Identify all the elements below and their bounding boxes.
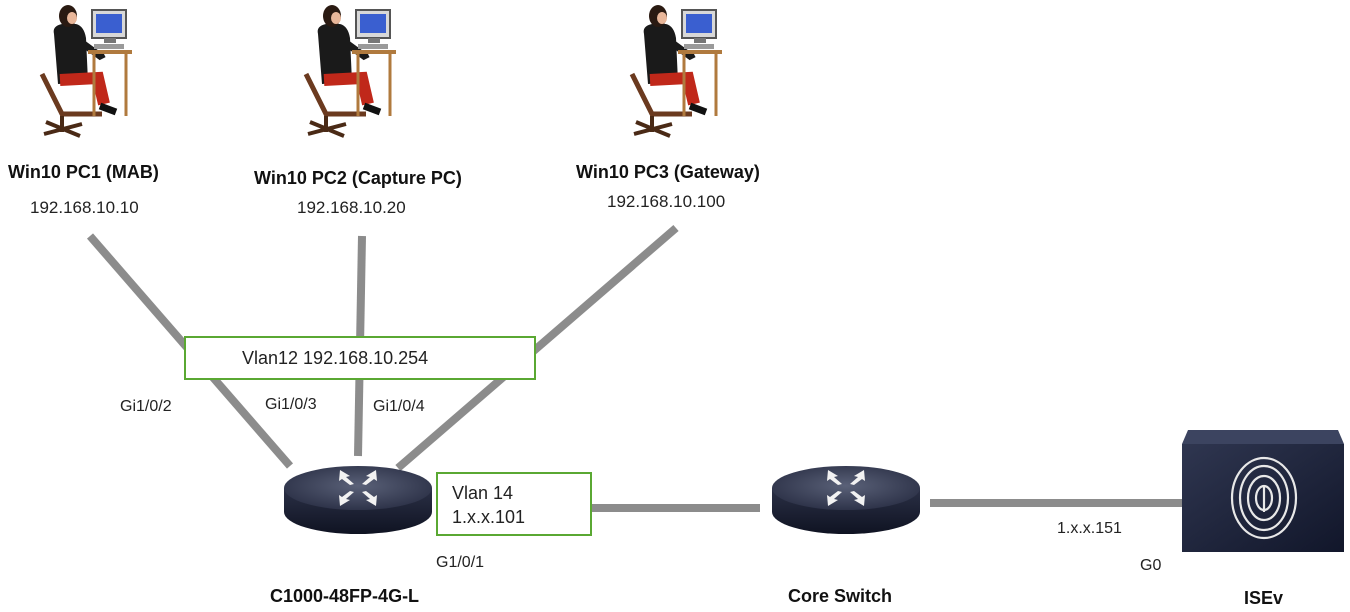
router-switch-icon <box>772 466 920 534</box>
link-pc3-switch <box>395 224 679 472</box>
user-at-computer-icon <box>306 5 396 136</box>
pc3-ip: 192.168.10.100 <box>607 192 726 211</box>
vlan12-label: Vlan12 192.168.10.254 <box>242 348 429 368</box>
pc2-ip: 192.168.10.20 <box>297 198 406 217</box>
vlan14-line2: 1.x.x.101 <box>452 507 526 527</box>
core-switch-name: Core Switch <box>788 586 893 606</box>
pc2-name: Win10 PC2 (Capture PC) <box>254 168 462 188</box>
user-at-computer-icon <box>42 5 132 136</box>
access-switch-name: C1000-48FP-4G-L <box>270 586 420 606</box>
port-g1-0-1: G1/0/1 <box>436 554 485 571</box>
port-gi1-0-3: Gi1/0/3 <box>265 396 317 413</box>
user-at-computer-icon <box>632 5 722 136</box>
vlan14-box: Vlan 14 1.x.x.101 <box>436 472 592 536</box>
port-gi1-0-2: Gi1/0/2 <box>120 398 172 415</box>
fingerprint-appliance-icon <box>1182 430 1344 552</box>
pc1-name: Win10 PC1 (MAB) <box>8 162 159 182</box>
port-gi1-0-4: Gi1/0/4 <box>373 398 425 415</box>
ise-ip: 1.x.x.151 <box>1057 520 1122 537</box>
port-g0: G0 <box>1140 557 1162 574</box>
vlan14-line1: Vlan 14 <box>452 483 514 503</box>
vlan12-box: Vlan12 192.168.10.254 <box>184 336 536 380</box>
router-switch-icon <box>284 466 432 534</box>
pc1-ip: 192.168.10.10 <box>30 198 139 217</box>
pc3-name: Win10 PC3 (Gateway) <box>576 162 760 182</box>
ise-name: ISEv <box>1244 588 1284 608</box>
